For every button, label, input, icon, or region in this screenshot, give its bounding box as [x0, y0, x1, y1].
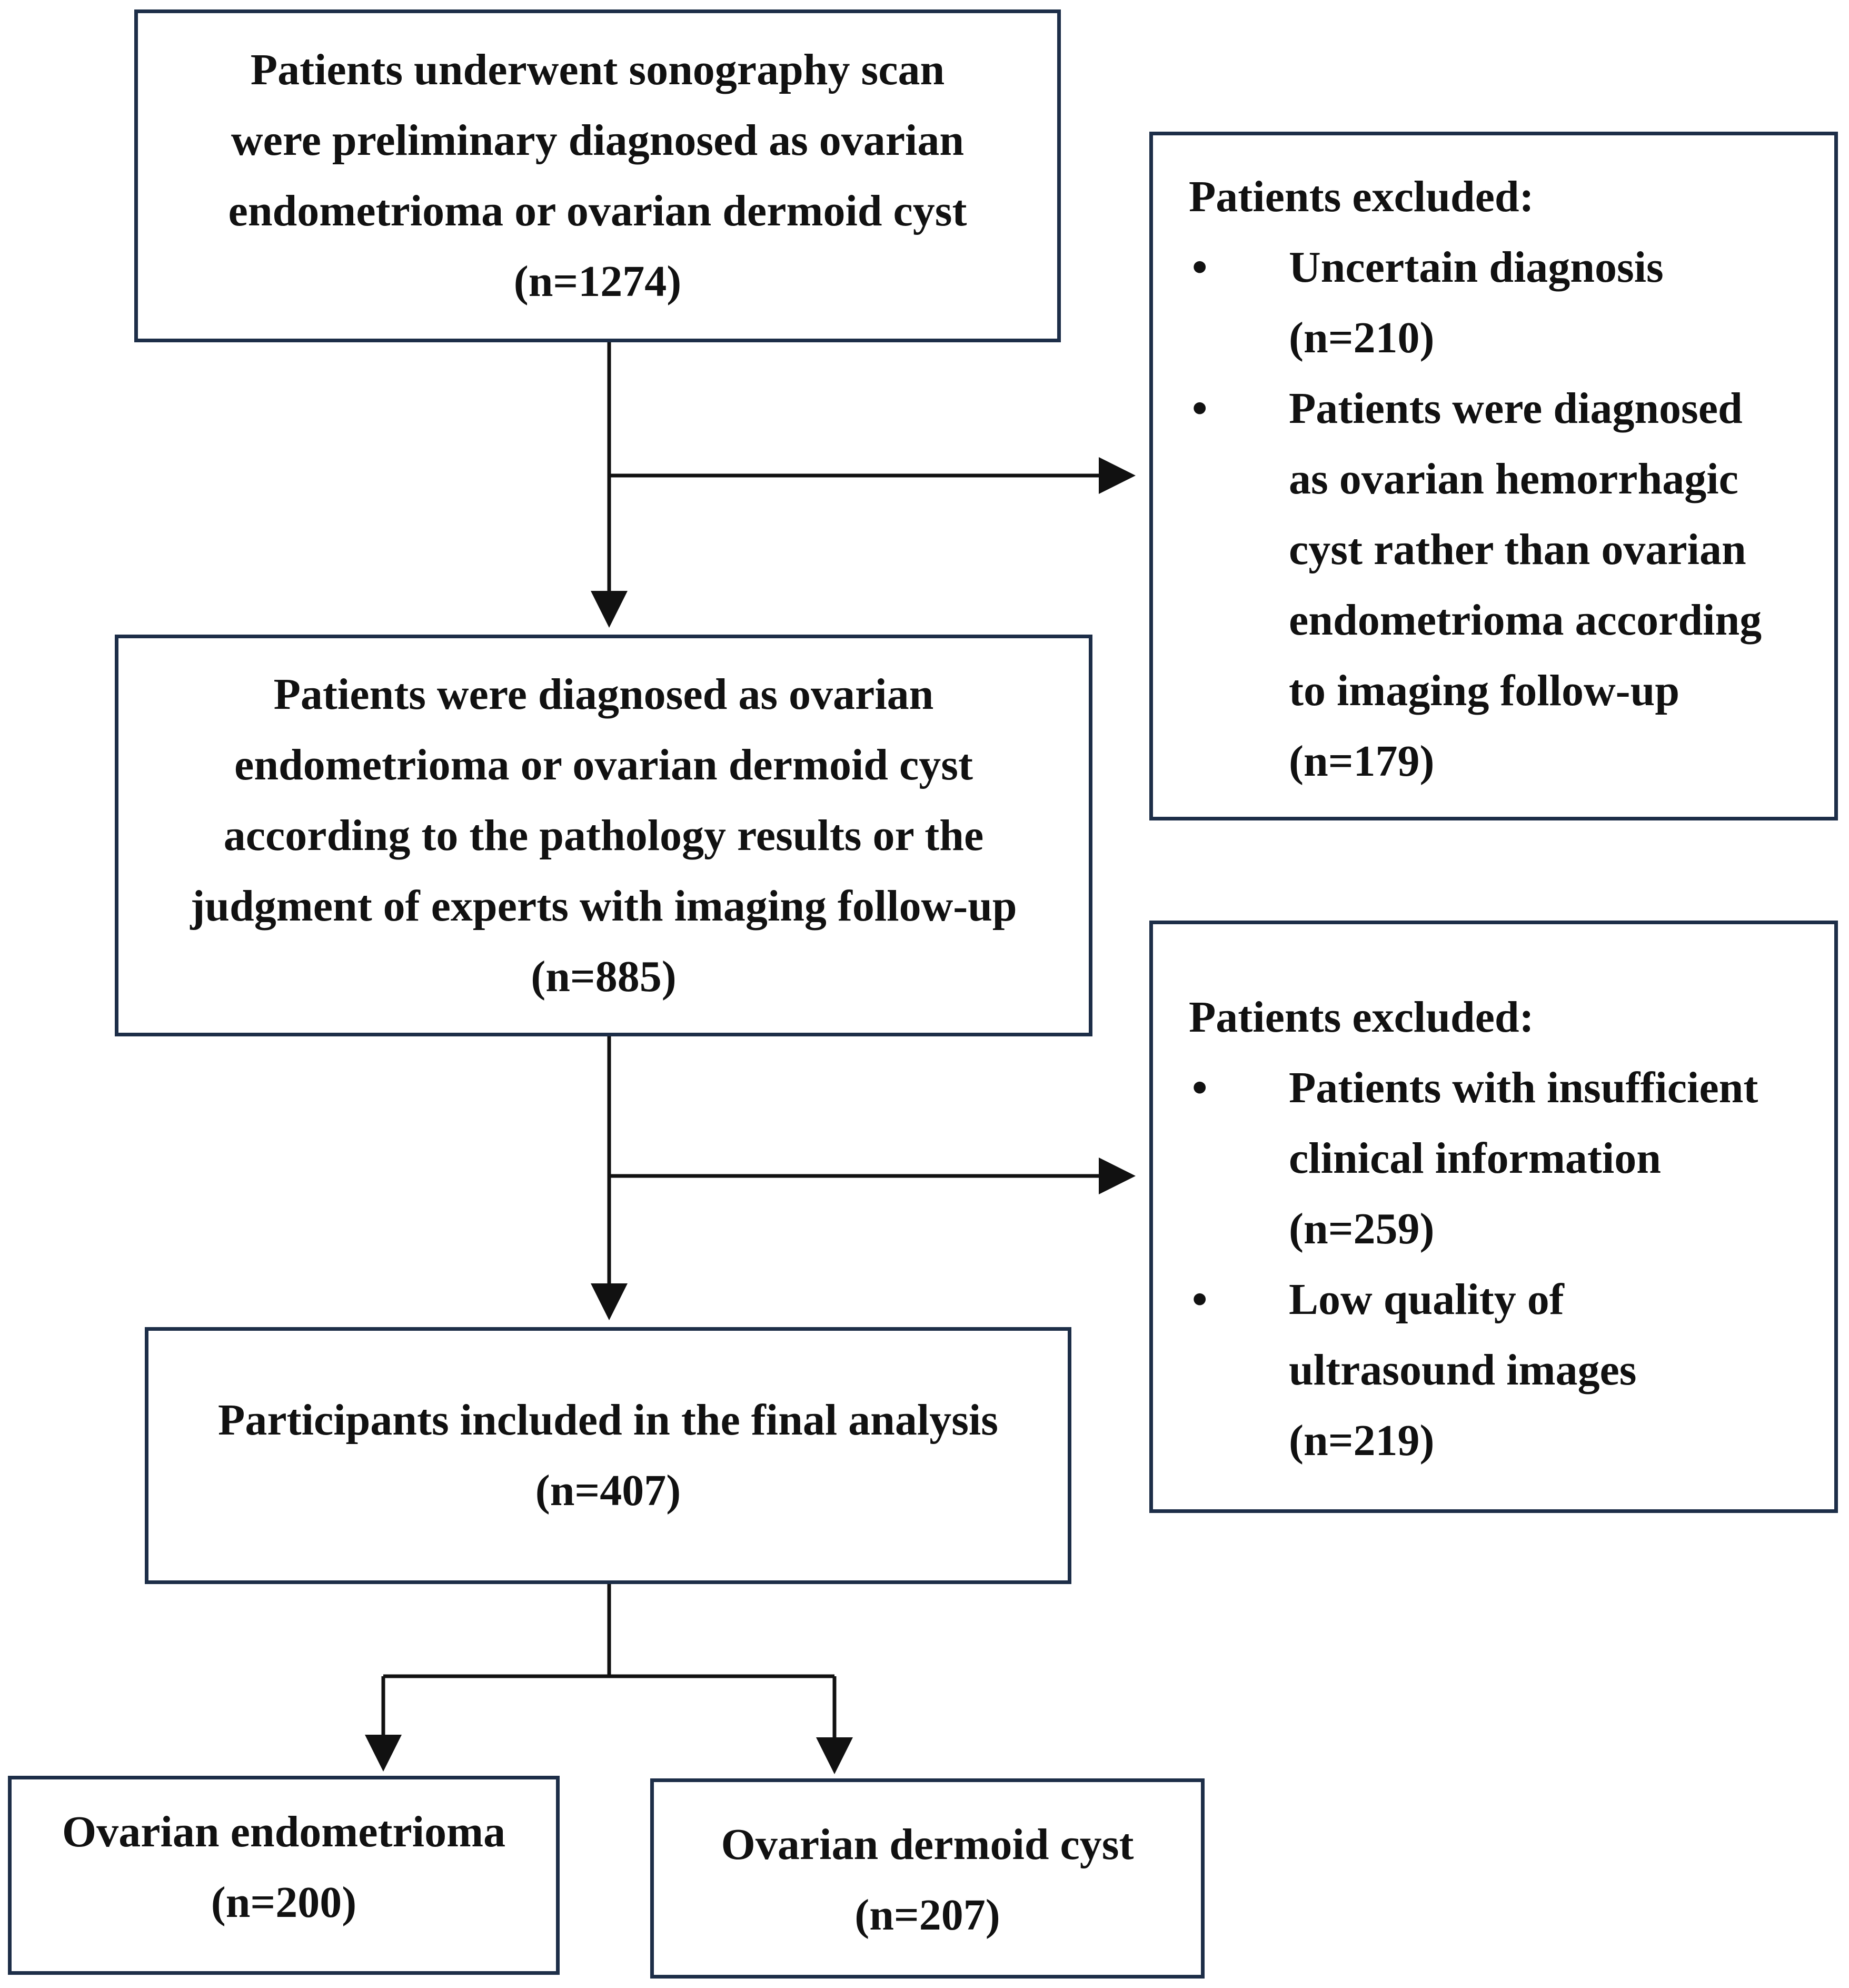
initial-count: (n=1274): [513, 257, 682, 306]
bullet-icon: •: [1192, 384, 1208, 433]
exclusion-2-item-2-line-2: ultrasound images: [1289, 1346, 1637, 1394]
exclusion-1-item-2-line-1: Patients were diagnosed: [1289, 384, 1743, 433]
box-exclusion-2: Patients excluded: • Patients with insuf…: [1149, 921, 1838, 1513]
exclusion-1-item-1-line-1: Uncertain diagnosis: [1289, 243, 1664, 292]
bullet-icon: •: [1192, 243, 1208, 292]
dermoid-label: Ovarian dermoid cyst: [721, 1819, 1134, 1869]
final-line-1: Participants included in the final analy…: [218, 1396, 998, 1445]
initial-line-3: endometrioma or ovarian dermoid cyst: [228, 186, 967, 235]
exclusion-2-item-2-line-1: Low quality of: [1289, 1275, 1564, 1324]
diagnosed-count: (n=885): [531, 952, 677, 1001]
exclusion-1-item-2-line-3: cyst rather than ovarian: [1289, 525, 1746, 574]
exclusion-2-item-1-line-2: clinical information: [1289, 1134, 1661, 1183]
exclusion-1-item-2-line-5: to imaging follow-up: [1289, 666, 1680, 715]
exclusion-1-item-2: • Patients were diagnosed as ovarian hem…: [1153, 373, 1762, 797]
initial-line-2: were preliminary diagnosed as ovarian: [231, 116, 965, 165]
exclusion-2-list: • Patients with insufficient clinical in…: [1153, 1053, 1758, 1476]
exclusion-2-item-2-count: (n=219): [1289, 1416, 1435, 1465]
box-diagnosed: Patients were diagnosed as ovarian endom…: [115, 635, 1092, 1036]
endometrioma-label: Ovarian endometrioma: [62, 1807, 506, 1856]
exclusion-2-item-1-line-1: Patients with insufficient: [1289, 1063, 1758, 1112]
bullet-icon: •: [1192, 1063, 1208, 1112]
box-initial-screening: Patients underwent sonography scan were …: [134, 9, 1061, 342]
exclusion-1-list: • Uncertain diagnosis (n=210) • Patients…: [1153, 232, 1762, 797]
exclusion-1-item-2-line-4: endometrioma according: [1289, 596, 1762, 645]
bullet-icon: •: [1192, 1275, 1208, 1324]
exclusion-2-title: Patients excluded:: [1189, 993, 1534, 1042]
endometrioma-count: (n=200): [211, 1878, 357, 1927]
diagnosed-line-2: endometrioma or ovarian dermoid cyst: [234, 740, 973, 789]
exclusion-1-item-1: • Uncertain diagnosis (n=210): [1153, 232, 1762, 373]
exclusion-1-title: Patients excluded:: [1189, 172, 1534, 221]
final-count: (n=407): [535, 1466, 681, 1515]
exclusion-1-item-2-count: (n=179): [1289, 737, 1435, 786]
diagnosed-line-3: according to the pathology results or th…: [223, 810, 984, 860]
box-final-analysis: Participants included in the final analy…: [145, 1327, 1071, 1584]
exclusion-1-item-1-count: (n=210): [1289, 313, 1435, 362]
box-ovarian-endometrioma: Ovarian endometrioma (n=200): [8, 1776, 560, 1975]
exclusion-1-item-2-line-2: as ovarian hemorrhagic: [1289, 454, 1738, 503]
box-ovarian-dermoid-cyst: Ovarian dermoid cyst (n=207): [650, 1778, 1205, 1979]
diagnosed-line-1: Patients were diagnosed as ovarian: [273, 669, 934, 719]
diagnosed-line-4: judgment of experts with imaging follow-…: [190, 881, 1017, 931]
exclusion-2-item-1-count: (n=259): [1289, 1204, 1435, 1253]
dermoid-count: (n=207): [854, 1890, 1000, 1940]
exclusion-2-item-1: • Patients with insufficient clinical in…: [1153, 1053, 1758, 1264]
exclusion-2-item-2: • Low quality of ultrasound images (n=21…: [1153, 1264, 1758, 1476]
box-exclusion-1: Patients excluded: • Uncertain diagnosis…: [1149, 132, 1838, 820]
initial-line-1: Patients underwent sonography scan: [250, 45, 945, 94]
